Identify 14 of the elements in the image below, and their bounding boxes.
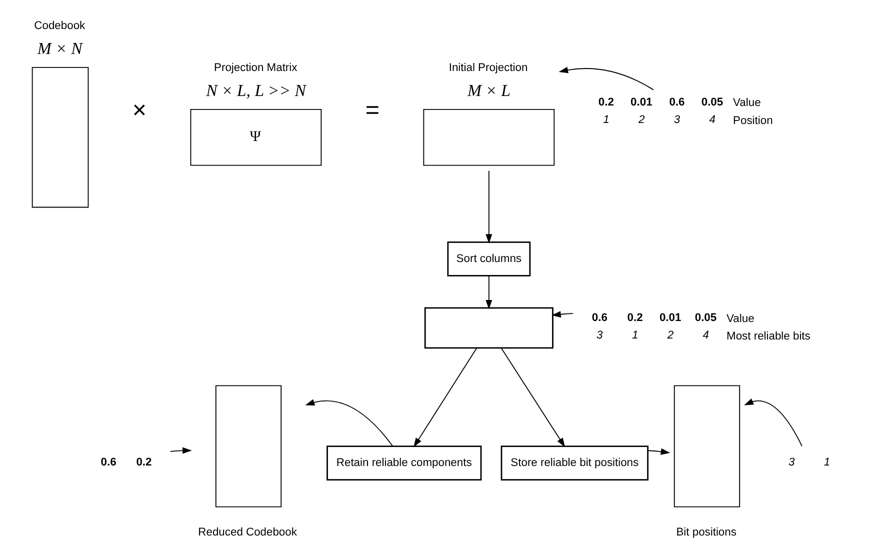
label: = <box>364 97 380 124</box>
node-label: M × L <box>466 80 510 100</box>
node-text: 0.6 0.2 <box>100 456 152 468</box>
node-label: Bit positions <box>676 526 736 538</box>
node-label: Reduced Codebook <box>198 526 296 538</box>
node-label: N × L, L >> N <box>206 80 306 100</box>
node-label: M × N <box>36 38 82 58</box>
node-label: Codebook <box>34 20 85 32</box>
node-label: Projection Matrix <box>214 62 297 74</box>
node-text: 3 1 <box>788 456 830 468</box>
node-text: 0.2 0.01 0.6 0.05 Value 1 2 3 4 Position <box>598 96 772 127</box>
label: × <box>132 97 146 124</box>
node-label: Initial Projection <box>448 62 528 74</box>
node-text: 0.6 0.2 0.01 0.05 Value 3 1 2 4 Most reliable bits <box>591 312 810 343</box>
